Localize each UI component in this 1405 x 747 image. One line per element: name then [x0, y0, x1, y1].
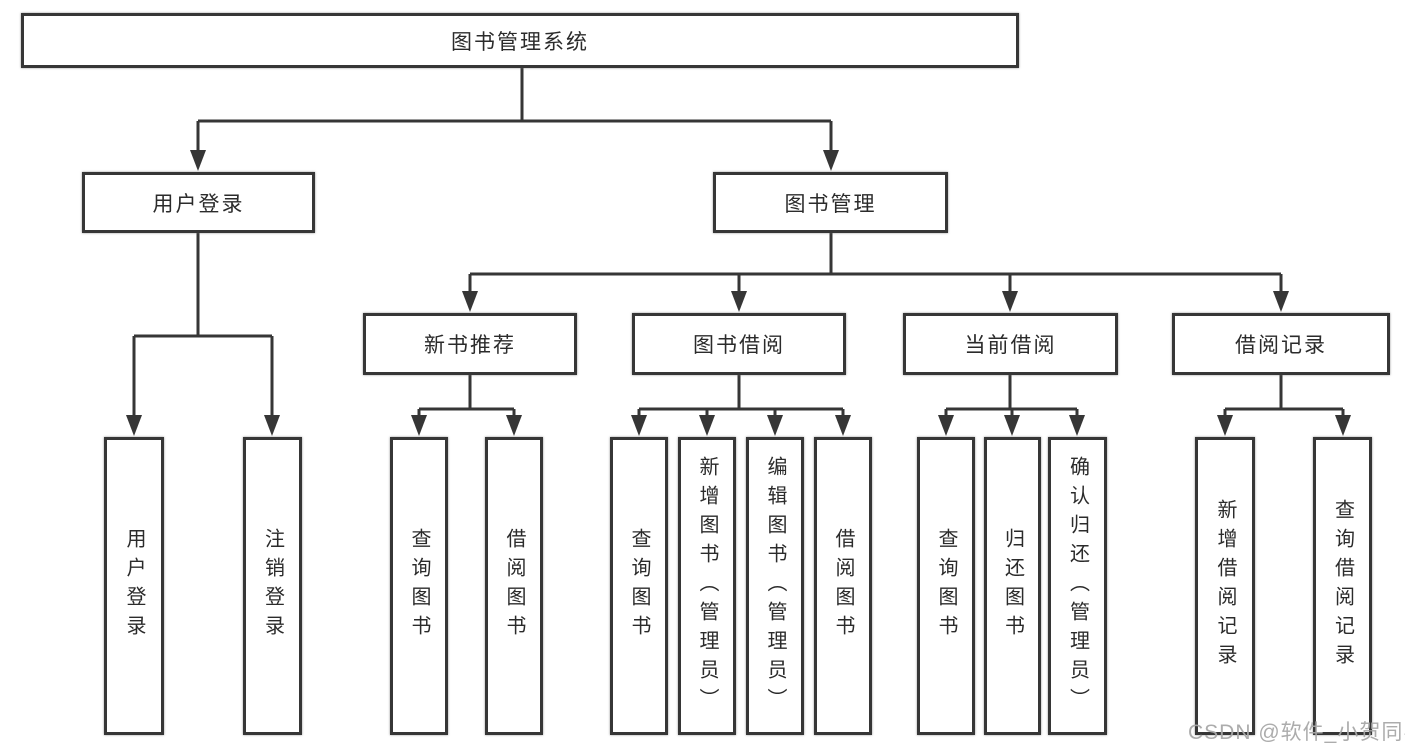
node-leaf-query-books: 查询图书 — [390, 437, 448, 735]
node-label: 注销登录 — [261, 528, 284, 644]
node-label: 查询图书 — [628, 528, 650, 644]
node-leaf-confirm-return-admin: 确认归还（管理员） — [1048, 437, 1107, 735]
node-label: 图书管理 — [784, 192, 877, 216]
node-label: 借阅图书 — [832, 528, 854, 644]
node-new-book-recommend: 新书推荐 — [363, 313, 577, 375]
node-leaf-query-books: 查询图书 — [610, 437, 668, 735]
node-label: 用户登录 — [152, 192, 245, 216]
node-label: 编辑图书（管理员） — [764, 455, 786, 717]
node-borrowing-records: 借阅记录 — [1172, 313, 1390, 375]
node-leaf-return-books: 归还图书 — [984, 437, 1041, 735]
node-label: 归还图书 — [1001, 528, 1024, 644]
node-book-borrowing: 图书借阅 — [632, 313, 846, 375]
node-label: 新书推荐 — [424, 334, 516, 357]
node-label: 查询图书 — [408, 528, 430, 644]
node-root-system: 图书管理系统 — [21, 13, 1019, 68]
node-label: 确认归还（管理员） — [1066, 455, 1089, 717]
node-leaf-logout: 注销登录 — [243, 437, 302, 735]
node-label: 查询图书 — [935, 528, 957, 644]
node-label: 新增图书（管理员） — [696, 455, 718, 717]
node-label: 图书借阅 — [693, 334, 785, 357]
node-label: 查询借阅记录 — [1331, 499, 1354, 673]
node-leaf-borrow-books: 借阅图书 — [814, 437, 872, 735]
node-label: 当前借阅 — [964, 334, 1057, 357]
node-label: 用户登录 — [123, 528, 145, 644]
node-label: 图书管理系统 — [451, 30, 589, 54]
node-label: 新增借阅记录 — [1214, 499, 1236, 673]
node-current-borrowing: 当前借阅 — [903, 313, 1118, 375]
node-leaf-add-books-admin: 新增图书（管理员） — [678, 437, 736, 735]
node-leaf-add-borrow-record: 新增借阅记录 — [1195, 437, 1255, 735]
node-leaf-borrow-books: 借阅图书 — [485, 437, 543, 735]
node-leaf-user-login: 用户登录 — [104, 437, 164, 735]
node-leaf-query-borrow-record: 查询借阅记录 — [1313, 437, 1372, 735]
watermark: CSDN @软件_小贺同学 — [1188, 721, 1405, 744]
node-leaf-query-books: 查询图书 — [917, 437, 975, 735]
arrowheads — [126, 150, 1351, 436]
node-label: 借阅图书 — [503, 528, 525, 644]
node-user-login: 用户登录 — [82, 172, 315, 233]
node-label: 借阅记录 — [1235, 334, 1327, 357]
node-leaf-edit-books-admin: 编辑图书（管理员） — [746, 437, 804, 735]
node-book-management: 图书管理 — [713, 172, 948, 233]
